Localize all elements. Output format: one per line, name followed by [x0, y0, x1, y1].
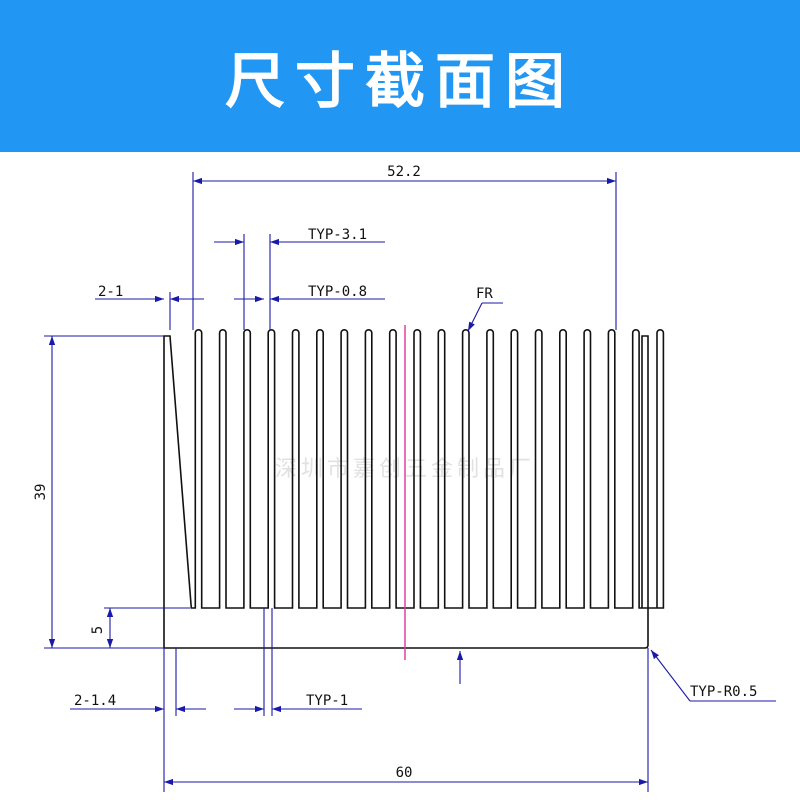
heatsink-profile	[163, 329, 665, 649]
dim-fin-root: TYP-1	[306, 693, 348, 709]
dimension-lines	[44, 172, 776, 792]
dim-base: 5	[90, 626, 106, 634]
dim-edge-root: 2-1.4	[74, 693, 116, 709]
watermark: 深圳市嘉创五金制品厂	[275, 457, 535, 482]
dim-fin-radius: FR	[476, 286, 493, 302]
dim-edge-tip: 2-1	[98, 284, 123, 300]
dim-height: 39	[33, 484, 49, 501]
dim-fillet-radius: TYP-R0.5	[690, 684, 757, 700]
dim-fin-span: 52.2	[387, 164, 421, 180]
dim-overall-width: 60	[396, 765, 413, 781]
dim-fin-tip: TYP-0.8	[308, 284, 367, 300]
page-title: 尺寸截面图	[225, 46, 575, 117]
header-banner: 尺寸截面图	[0, 0, 800, 152]
dim-pitch: TYP-3.1	[308, 227, 367, 243]
